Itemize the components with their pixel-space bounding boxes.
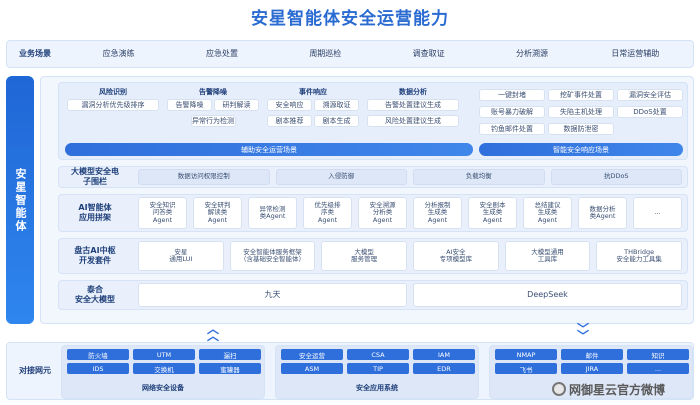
watermark-text: 网御星云官方微博 <box>569 382 666 397</box>
scenario-item: 分析溯源 <box>515 49 548 59</box>
response-item: 失陷主机处理 <box>548 106 614 118</box>
scenario-item: 日常运营辅助 <box>611 49 660 59</box>
network-element: CSA <box>347 349 409 360</box>
network-group-name: 安全应用系统 <box>356 384 398 392</box>
network-element: 邮件 <box>561 349 623 360</box>
category-item: 风险处置建议生成 <box>367 115 459 127</box>
watermark: 网御星云官方微博 <box>552 380 698 398</box>
sidebar-agent-label: 安星智能体 <box>6 76 34 324</box>
framework-item: 大模型通用 工具库 <box>504 241 591 271</box>
framework-item: 总结建议 生成类 Agent <box>523 197 572 229</box>
network-element: 安全运营 <box>281 349 343 360</box>
scenario-item: 调查取证 <box>412 49 445 59</box>
network-element: JIRA <box>561 363 623 374</box>
framework-item: 安全研判 解读类 Agent <box>193 197 242 229</box>
scenario-item: 应急处置 <box>205 49 238 59</box>
category-heading: 事件响应 <box>299 88 327 96</box>
framework-row-label: 泰合 安全大模型 <box>75 285 115 304</box>
network-element: IAM <box>413 349 475 360</box>
framework-item: 优先级排 序类 Agent <box>303 197 352 229</box>
network-element: 漏扫 <box>199 349 261 360</box>
framework-row-label: 大模型安全电 子围栏 <box>71 167 119 186</box>
network-element: 交换机 <box>133 363 195 374</box>
scenario-items: 应急演练 应急处置 周期巡检 调查取证 分析溯源 日常运营辅助 <box>67 46 687 62</box>
category-item: 告警降噪 <box>167 99 212 111</box>
framework-item: 九天 <box>138 283 407 307</box>
category-heading: 告警降噪 <box>199 88 227 96</box>
category-groups: 风险识别漏洞分析优先级排序告警降噪告警降噪研判解读异常行为检测事件响应安全响应溯… <box>65 87 465 137</box>
network-element: EDR <box>413 363 475 374</box>
framework-item: 安星 通用LUI <box>138 241 224 271</box>
category-item: 安全响应 <box>267 99 312 111</box>
network-element: 蜜罐器 <box>199 363 261 374</box>
scenario-item: 应急演练 <box>102 49 135 59</box>
framework-row-label: 盘古AI中枢 开发套件 <box>74 246 116 265</box>
framework-item: 分析报制 生成类 Agent <box>413 197 462 229</box>
category-item: 剧本推荐 <box>267 115 312 127</box>
network-group-name: 网络安全设备 <box>142 384 184 392</box>
framework-item: 入侵防御 <box>275 169 407 185</box>
network-element: UTM <box>133 349 195 360</box>
framework-item: AI安全 专项模型库 <box>413 241 499 271</box>
category-item: 漏洞分析优先级排序 <box>67 99 159 111</box>
up-arrow-icon: ︿︿ <box>206 322 219 344</box>
framework-item: 数据分析 类Agent <box>578 197 627 229</box>
network-element: TIP <box>347 363 409 374</box>
down-arrow-icon: ﹀﹀ <box>576 322 589 344</box>
framework-item: 安全智能体服务框架 （含基础安全智能体） <box>229 241 316 271</box>
network-element: ASM <box>281 363 343 374</box>
scenario-row: 业务场景 应急演练 应急处置 周期巡检 调查取证 分析溯源 日常运营辅助 <box>6 40 694 68</box>
framework-item: 负载均衡 <box>413 169 545 185</box>
weibo-icon <box>552 382 566 396</box>
network-element: IDS <box>67 363 129 374</box>
network-element: ... <box>627 363 689 374</box>
scenario-row-label: 业务场景 <box>19 49 51 59</box>
response-item: DDoS处置 <box>617 106 683 118</box>
network-element-row: 对接网元 防火墙 UTM 漏扫 IDS 交换机蜜罐器网络安全设备 安全运营 CSA IAM AS… <box>6 342 694 400</box>
category-item: 溯源取证 <box>314 99 359 111</box>
network-element-label: 对接网元 <box>19 366 51 376</box>
response-item: 漏洞安全评估 <box>617 89 683 101</box>
category-item: 剧本生成 <box>314 115 359 127</box>
framework-item: THBridge 安全能力工具集 <box>596 241 682 271</box>
framework-item: DeepSeek <box>413 283 682 307</box>
framework-item: 安全知识 问答类 Agent <box>138 197 187 229</box>
framework-item: 抗DDoS <box>550 169 682 185</box>
response-item: 数据防泄密 <box>548 123 614 135</box>
response-item: 挖矿事件处置 <box>548 89 614 101</box>
framework-item: 安全剧本 生成类 Agent <box>468 197 517 229</box>
framework-item: 数据访问权限控制 <box>138 169 270 185</box>
framework-row-label: AI智能体 应用拼架 <box>78 203 112 222</box>
network-element: 防火墙 <box>67 349 129 360</box>
category-item: 告警处置建议生成 <box>367 99 459 111</box>
scenario-item: 周期巡检 <box>309 49 342 59</box>
framework-rows: 大模型安全电 子围栏 数据访问权限控制入侵防御负载均衡抗DDoS AI智能体 应用拼… <box>58 166 688 320</box>
category-heading: 数据分析 <box>399 88 427 96</box>
network-element: NMAP <box>495 349 557 360</box>
category-heading: 风险识别 <box>99 88 127 96</box>
response-item: 一键封堵 <box>479 89 545 101</box>
network-element: 飞书 <box>495 363 557 374</box>
category-item: 异常行为检测 <box>190 115 236 127</box>
response-item: 钓鱼邮件处置 <box>479 123 545 135</box>
category-item: 研判解读 <box>214 99 259 111</box>
framework-item: ... <box>633 197 682 229</box>
framework-item: 安全溯源 分析类 Agent <box>358 197 407 229</box>
response-item: 账号暴力破解 <box>479 106 545 118</box>
network-groups: 防火墙 UTM 漏扫 IDS 交换机蜜罐器网络安全设备 安全运营 CSA IAM ASM TIP E… <box>61 345 693 399</box>
smart-response-bar: 智能安全响应场景 <box>479 143 683 156</box>
page-title: 安星智能体安全运营能力 <box>251 9 449 29</box>
network-element: 知识 <box>627 349 689 360</box>
capability-box: 风险识别漏洞分析优先级排序告警降噪告警降噪研判解读异常行为检测事件响应安全响应溯… <box>58 82 688 160</box>
assist-ops-bar: 辅助安全运营场景 <box>65 143 473 156</box>
framework-item: 异常检测 类Agent <box>248 197 297 229</box>
framework-item: 大模型 服务管理 <box>321 241 407 271</box>
